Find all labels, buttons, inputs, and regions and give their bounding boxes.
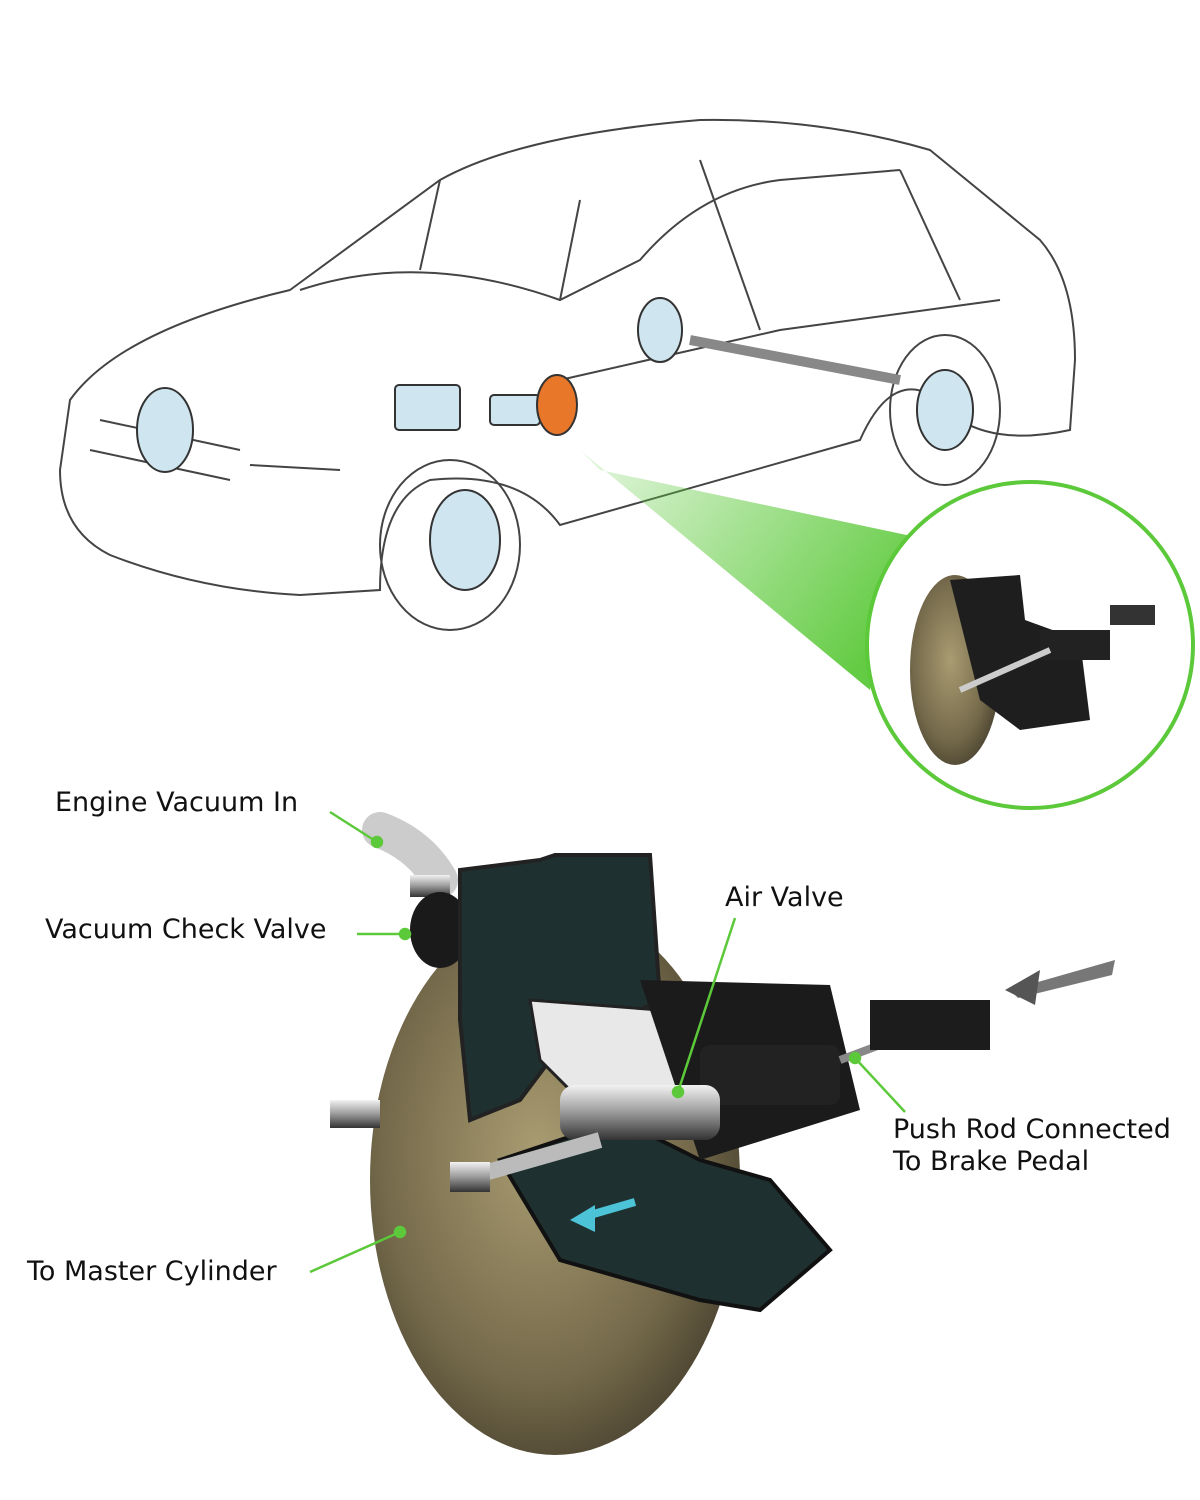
zoom-beam (580, 450, 930, 690)
brake-components (136, 297, 974, 591)
zoom-booster-thumbnail (910, 575, 1155, 765)
label-to-master-cylinder: To Master Cylinder (27, 1256, 277, 1287)
car-illustration (58, 118, 1077, 631)
label-vacuum-check-valve: Vacuum Check Valve (45, 914, 327, 945)
label-air-valve: Air Valve (725, 882, 844, 913)
main-booster-illustration (330, 812, 1115, 1455)
label-engine-vacuum-in: Engine Vacuum In (55, 787, 299, 818)
highlighted-booster (536, 374, 578, 436)
leader-lines (309, 810, 906, 1274)
label-push-rod-line2: To Brake Pedal (893, 1146, 1090, 1177)
label-push-rod-line1: Push Rod Connected (893, 1114, 1171, 1145)
